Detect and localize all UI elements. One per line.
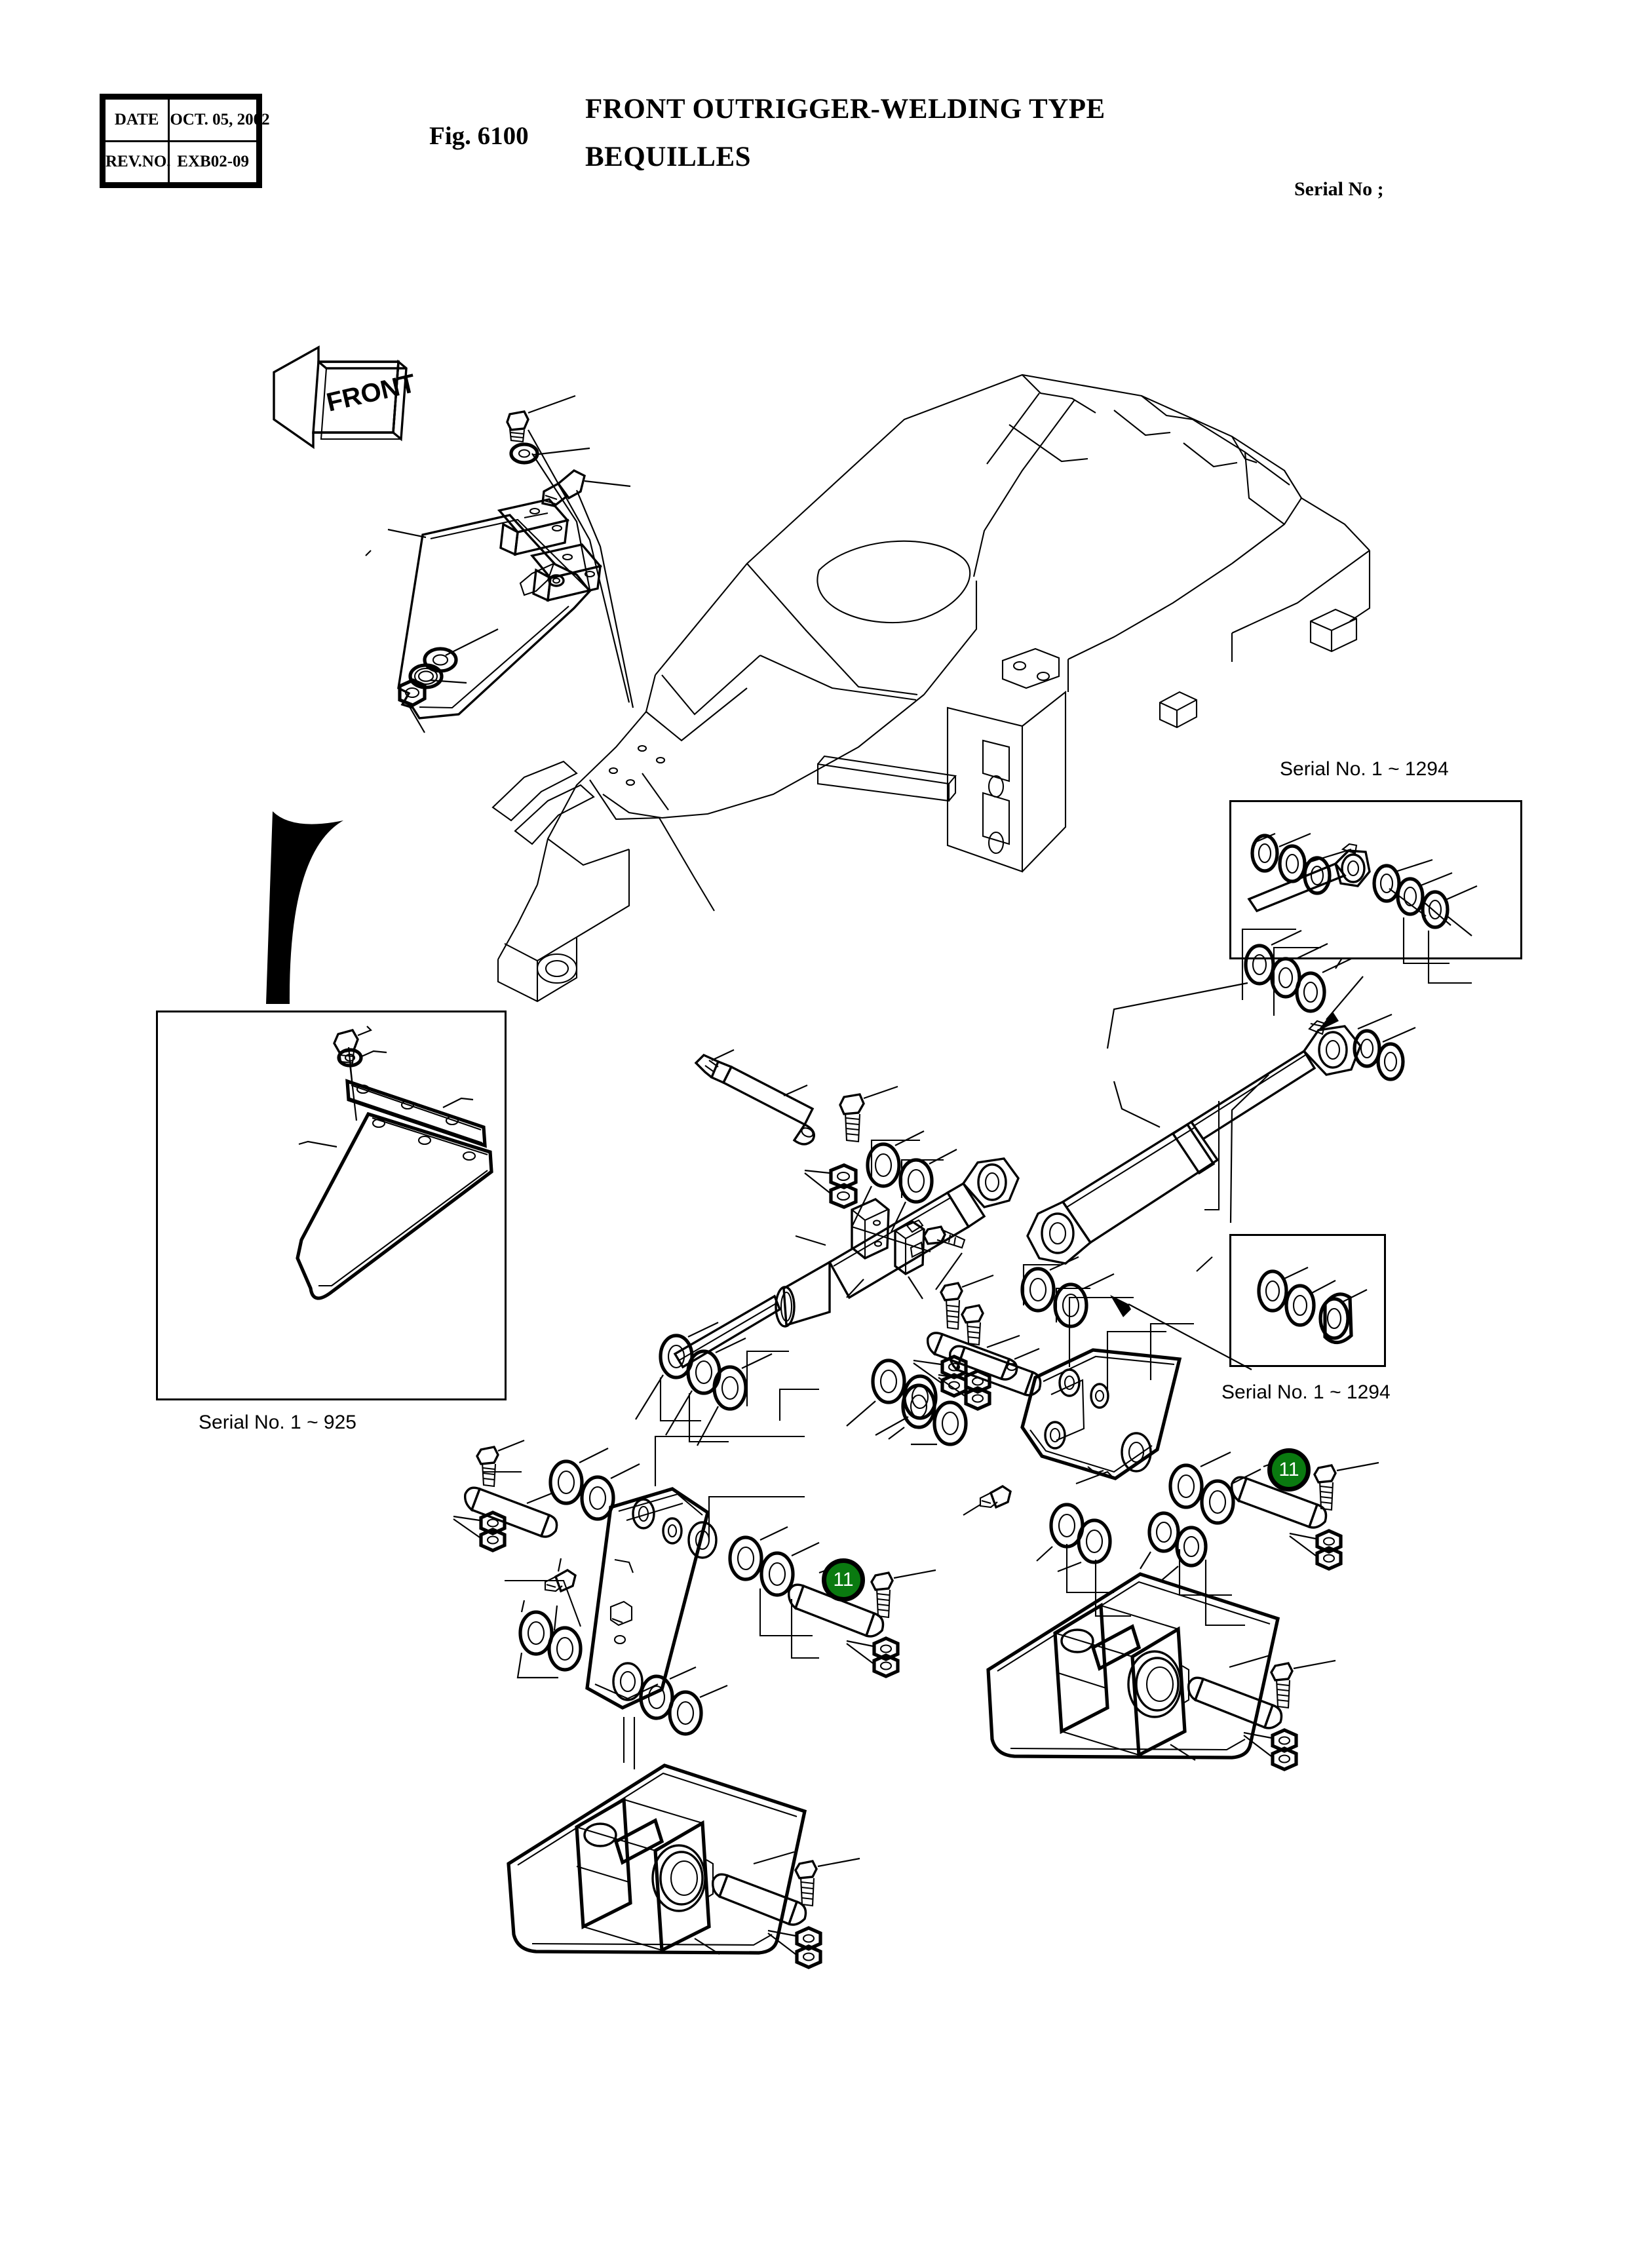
table-row: REV.NO. EXB02-09	[103, 140, 258, 184]
date-value: OCT. 05, 2002	[168, 98, 270, 142]
figure-number: Fig. 6100	[429, 122, 529, 150]
inset-bushing-set-art	[1196, 1101, 1368, 1345]
link-pin-assembly-center	[846, 1274, 1020, 1436]
lower-pin-assembly-left	[712, 1851, 860, 1969]
curved-pointer-to-mudflap-inset	[266, 811, 343, 1004]
title-block-table: DATE OCT. 05, 2002 REV.NO. EXB02-09	[100, 94, 270, 188]
inset-cylinder-rod-bushings-caption: Serial No. 1 ~ 1294	[1280, 758, 1449, 780]
outrigger-leg-left	[453, 1435, 936, 1769]
bolt-and-washer-top	[506, 410, 539, 465]
revno-value: EXB02-09	[168, 140, 258, 184]
outrigger-foot-pad-right	[986, 1572, 1280, 1761]
outrigger-foot-pad-left	[507, 1763, 807, 1955]
revno-label: REV.NO.	[103, 140, 171, 184]
inset-mudflap-art	[296, 1026, 493, 1300]
phantom-connector-lines	[482, 917, 1472, 1473]
page-title-french: BEQUILLES	[585, 142, 752, 172]
lower-pin-assembly-right	[1187, 1654, 1336, 1771]
machine-frame-assembly	[491, 374, 1371, 1003]
mudflap-upper-assembly	[365, 395, 634, 733]
hydraulic-cylinder-assembly-upper	[694, 930, 1416, 1370]
inset-cylinder-rod-art	[1247, 832, 1478, 1031]
serial-no-header-label: Serial No ;	[1294, 178, 1384, 200]
washer-nut-stack-mudflap	[398, 647, 458, 707]
callout-balloon-11-right[interactable]: 11	[1267, 1448, 1311, 1492]
inset-mudflap-caption: Serial No. 1 ~ 925	[199, 1412, 356, 1433]
date-label: DATE	[103, 98, 170, 142]
inset-bushing-set-caption: Serial No. 1 ~ 1294	[1221, 1381, 1391, 1403]
inset-mudflap-box	[156, 1011, 507, 1400]
table-row: DATE OCT. 05, 2002	[103, 98, 270, 142]
page-title-english: FRONT OUTRIGGER-WELDING TYPE	[585, 94, 1105, 125]
inset-cylinder-rod-bushings-box	[1229, 800, 1522, 959]
outrigger-leg-right	[888, 1296, 1379, 1627]
inset-bushing-set-box	[1229, 1234, 1386, 1367]
callout-balloon-11-left[interactable]: 11	[822, 1558, 865, 1602]
front-direction-arrow: FRONT	[273, 345, 418, 450]
hydraulic-cylinder-assembly-lower	[635, 1157, 1020, 1446]
